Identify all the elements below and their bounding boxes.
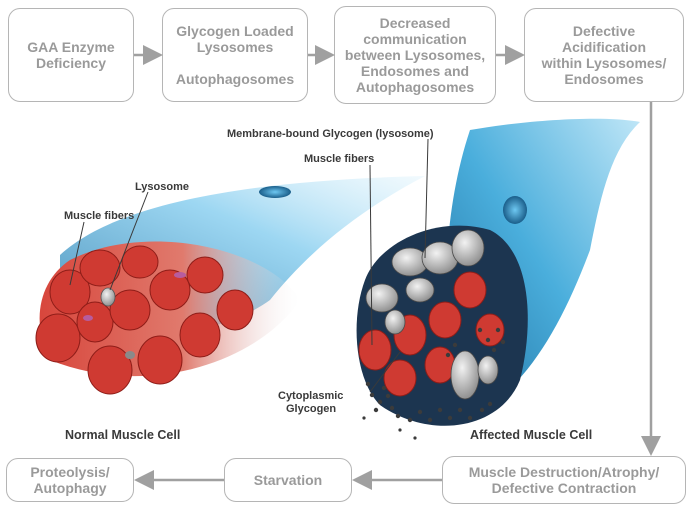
caption-normal-muscle-cell: Normal Muscle Cell [65, 428, 181, 442]
nucleus [259, 186, 291, 198]
flow-text: GAA Enzyme [27, 39, 115, 55]
flow-text: Deficiency [35, 55, 107, 71]
label-membrane-bound-glycogen: Membrane-bound Glycogen (lysosome) [227, 128, 434, 140]
flow-box-gaa-deficiency: GAA Enzyme Deficiency [8, 8, 134, 102]
flow-box-starvation: Starvation [224, 458, 352, 502]
leader-lines [69, 138, 429, 393]
flow-text: Autophagosomes [175, 71, 295, 87]
flow-text: Glycogen Loaded [176, 23, 294, 39]
flow-text: Muscle Destruction/Atrophy/ [468, 464, 660, 480]
flow-text: Proteolysis/ [30, 464, 110, 480]
flow-text: Acidification [561, 39, 646, 55]
flow-box-proteolysis: Proteolysis/ Autophagy [6, 458, 134, 502]
flow-box-glycogen-loaded: Glycogen Loaded Lysosomes Autophagosomes [162, 8, 308, 102]
flow-text: within Lysosomes/ [541, 55, 667, 71]
lysosome [100, 287, 116, 307]
flow-text: Lysosomes [196, 39, 274, 55]
flow-text: between Lysosomes, [344, 47, 486, 63]
flow-text: Defective [572, 23, 636, 39]
nucleus [503, 196, 527, 224]
flow-text: Defective Contraction [491, 480, 637, 496]
caption-affected-muscle-cell: Affected Muscle Cell [470, 428, 593, 442]
flow-box-decreased-communication: Decreased communication between Lysosome… [334, 6, 496, 104]
flow-text: Autophagosomes [355, 79, 475, 95]
flow-text: communication [363, 31, 467, 47]
normal-muscle-cell-illustration [35, 176, 425, 395]
flow-text: Endosomes [564, 71, 644, 87]
flow-text: Autophagy [33, 480, 107, 496]
flow-text: Starvation [253, 472, 323, 488]
label-cytoplasmic-glycogen-line1: Cytoplasmic [278, 390, 344, 402]
flow-box-defective-acidification: Defective Acidification within Lysosomes… [524, 8, 684, 102]
label-muscle-fibers-affected: Muscle fibers [304, 153, 375, 165]
label-cytoplasmic-glycogen-line2: Glycogen [286, 403, 337, 415]
label-muscle-fibers-normal: Muscle fibers [64, 210, 135, 222]
flow-box-muscle-destruction: Muscle Destruction/Atrophy/ Defective Co… [442, 456, 686, 504]
flow-text: Decreased [379, 15, 451, 31]
label-lysosome: Lysosome [135, 181, 190, 193]
flow-text: Endosomes and [360, 63, 470, 79]
affected-muscle-cell-illustration [356, 118, 640, 440]
